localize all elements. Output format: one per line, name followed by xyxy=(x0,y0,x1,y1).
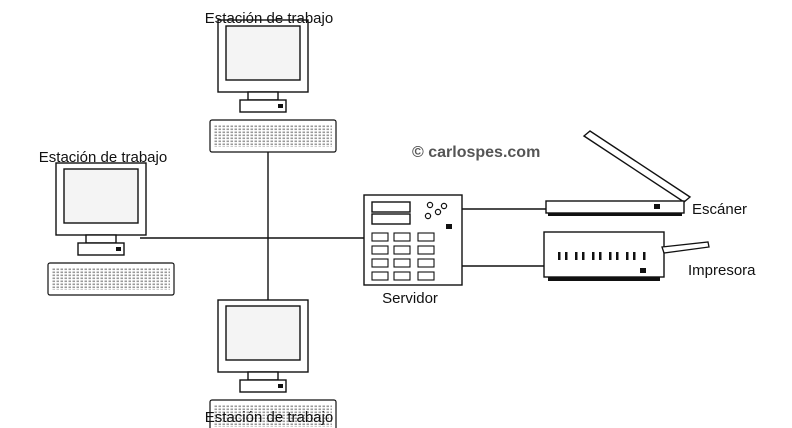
workstation-icon xyxy=(47,162,175,296)
workstation-top-label: Estación de trabajo xyxy=(205,10,333,27)
server: Servidor xyxy=(363,194,463,307)
scanner: Escáner xyxy=(545,130,747,218)
workstation-bottom-label: Estación de trabajo xyxy=(205,409,333,426)
scanner-icon xyxy=(545,130,692,216)
connection-lines xyxy=(140,140,546,300)
workstation-icon xyxy=(209,19,337,153)
printer: Impresora xyxy=(543,231,756,281)
server-icon xyxy=(363,194,463,286)
workstation-bottom: Estación de trabajo xyxy=(205,299,337,428)
workstation-top: Estación de trabajo xyxy=(205,10,337,153)
workstation-left: Estación de trabajo xyxy=(39,149,175,296)
scanner-label: Escáner xyxy=(692,201,747,218)
server-label: Servidor xyxy=(382,290,438,307)
printer-icon xyxy=(543,231,710,281)
printer-label: Impresora xyxy=(688,262,756,279)
copyright-watermark: © carlospes.com xyxy=(412,144,540,161)
workstation-left-label: Estación de trabajo xyxy=(39,149,167,166)
